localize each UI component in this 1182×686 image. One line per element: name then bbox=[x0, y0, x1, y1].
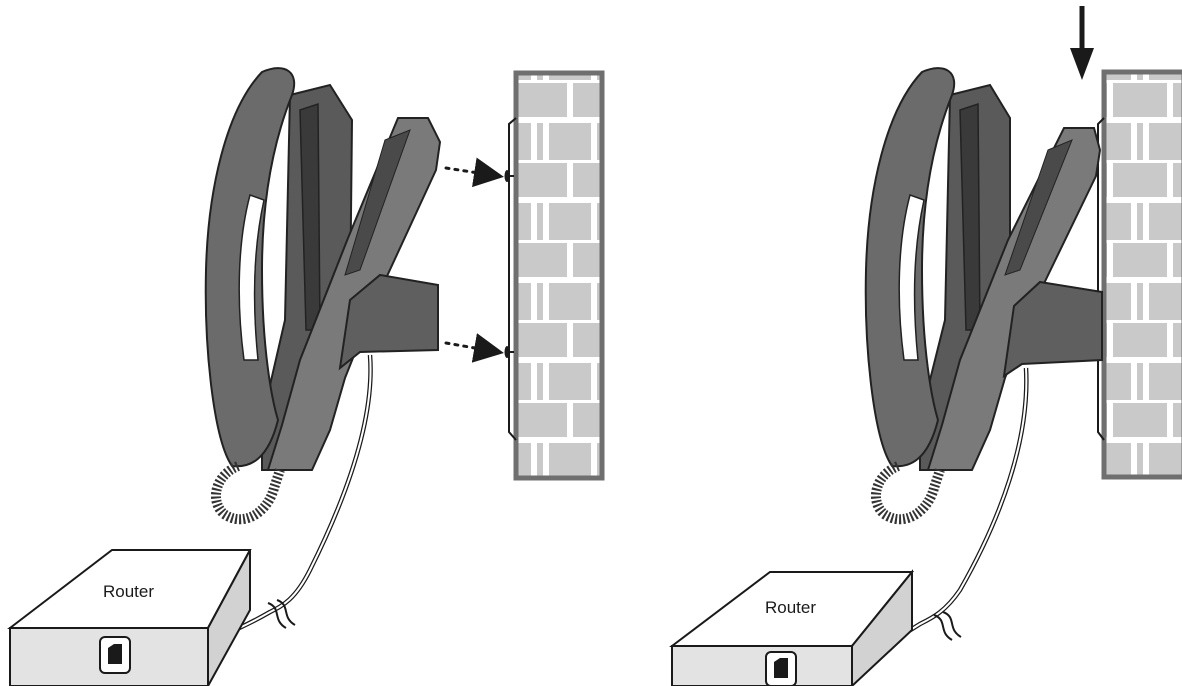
phone-stand bbox=[338, 273, 439, 371]
phone-stand bbox=[1002, 280, 1103, 379]
router-label: Router bbox=[765, 598, 816, 617]
wall-screw bbox=[504, 170, 514, 182]
panel-before: Router bbox=[7, 67, 605, 686]
alignment-arrow bbox=[444, 157, 504, 188]
wall-bracket bbox=[926, 127, 1102, 471]
router-side bbox=[851, 569, 913, 686]
brick-wall bbox=[1097, 69, 1182, 480]
router-side bbox=[207, 549, 251, 686]
alignment-arrow bbox=[444, 333, 504, 363]
router-label: Router bbox=[103, 582, 154, 601]
ethernet-port-icon bbox=[108, 644, 122, 664]
ip-phone bbox=[864, 67, 1103, 525]
handset-cord bbox=[871, 461, 945, 525]
router-front bbox=[671, 645, 853, 686]
wall-screw bbox=[504, 346, 514, 358]
push-down-arrow bbox=[1070, 6, 1094, 80]
ip-phone bbox=[204, 67, 442, 525]
handset-cord bbox=[211, 461, 285, 525]
brick-wall bbox=[508, 70, 605, 481]
ethernet-port-icon bbox=[774, 658, 788, 678]
wall-bracket bbox=[266, 117, 442, 471]
panel-after: Router bbox=[669, 6, 1182, 686]
router: Router bbox=[669, 569, 915, 686]
router: Router bbox=[7, 549, 252, 686]
